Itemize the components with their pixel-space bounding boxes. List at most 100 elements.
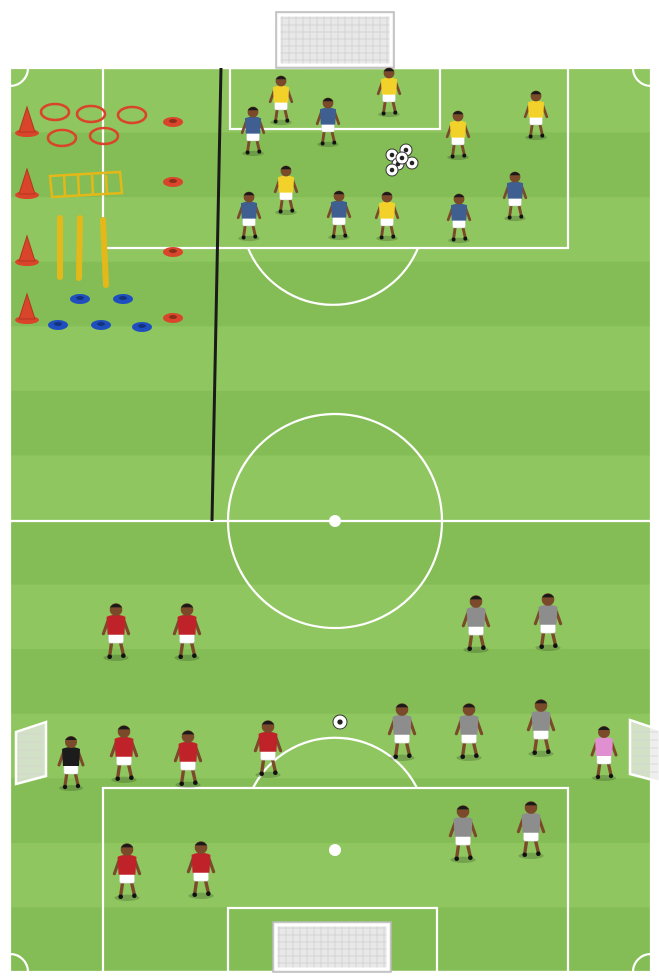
player-boot xyxy=(121,653,126,658)
player-shirt xyxy=(107,615,126,635)
disc-icon xyxy=(163,117,183,127)
disc-hole xyxy=(54,322,62,326)
player-boot xyxy=(129,775,134,780)
player-boot xyxy=(178,654,183,659)
player-boot xyxy=(467,646,472,651)
disc-icon xyxy=(70,294,90,304)
disc-icon xyxy=(113,294,133,304)
player-shirt xyxy=(179,742,198,762)
player-shirt xyxy=(460,715,479,735)
player-boot xyxy=(253,235,257,239)
player-shirt xyxy=(118,855,137,875)
disc-hole xyxy=(76,296,84,300)
disc-hole xyxy=(169,119,177,123)
player-boot xyxy=(391,235,395,239)
player-shirt xyxy=(507,182,523,199)
player-shirt xyxy=(381,78,397,95)
left-mini-goal-icon xyxy=(16,722,46,784)
player-boot xyxy=(321,142,325,146)
goal-net xyxy=(630,720,659,782)
disc-icon xyxy=(48,320,68,330)
player-boot xyxy=(382,112,386,116)
player-shirt xyxy=(278,176,294,193)
player-boot xyxy=(529,135,533,139)
player-boot xyxy=(246,151,250,155)
player-boot xyxy=(242,236,246,240)
player-shirt xyxy=(467,607,486,627)
player-boot xyxy=(596,775,600,779)
player-boot xyxy=(107,654,112,659)
player-boot xyxy=(463,237,467,241)
player-boot xyxy=(179,781,184,786)
player-shirt xyxy=(259,732,278,752)
player-boot xyxy=(259,771,264,776)
top-goal-icon xyxy=(276,12,394,68)
player-boot xyxy=(452,238,456,242)
player-boot xyxy=(553,643,558,648)
player-boot xyxy=(454,856,459,861)
player-shirt xyxy=(539,605,558,625)
pole-icon xyxy=(79,218,80,278)
player-boot xyxy=(540,134,544,138)
player-boot xyxy=(393,111,397,115)
player-shirt xyxy=(450,121,466,138)
player-shirt xyxy=(595,737,613,756)
bottom-goal-icon xyxy=(273,922,391,972)
disc-icon xyxy=(163,177,183,187)
disc-icon xyxy=(91,320,111,330)
pole-body xyxy=(103,220,106,285)
player-shirt xyxy=(245,117,261,134)
player-boot xyxy=(206,891,211,896)
ladder-rung xyxy=(78,175,79,195)
player-boot xyxy=(532,750,537,755)
ball-icon xyxy=(386,164,398,176)
player-boot xyxy=(536,851,541,856)
player-shirt xyxy=(320,108,336,125)
player-shirt xyxy=(273,86,289,103)
player-boot xyxy=(257,150,261,154)
player-boot xyxy=(508,216,512,220)
player-shirt xyxy=(62,747,80,766)
player-boot xyxy=(407,753,412,758)
disc-icon xyxy=(163,247,183,257)
player-boot xyxy=(132,893,137,898)
ball-patch xyxy=(400,156,405,161)
pitch-stripe xyxy=(10,520,651,585)
player-boot xyxy=(192,892,197,897)
right-mini-goal-icon xyxy=(630,720,659,782)
player-shirt xyxy=(451,204,467,221)
player-boot xyxy=(539,644,544,649)
pitch-stripe xyxy=(10,326,651,391)
goal-net xyxy=(273,922,391,972)
player-boot xyxy=(460,754,465,759)
player-boot xyxy=(522,852,527,857)
player-boot xyxy=(468,855,473,860)
ball-patch xyxy=(337,719,342,724)
ball-patch xyxy=(410,161,415,166)
player-boot xyxy=(118,894,123,899)
player-boot xyxy=(279,210,283,214)
player-boot xyxy=(332,235,336,239)
ball-patch xyxy=(390,153,395,158)
player-boot xyxy=(192,653,197,658)
ball-icon xyxy=(396,152,408,164)
ladder-rung xyxy=(92,175,93,195)
player-boot xyxy=(481,645,486,650)
player-boot xyxy=(193,780,198,785)
player-boot xyxy=(546,749,551,754)
ball-icon xyxy=(333,715,347,729)
player-boot xyxy=(332,141,336,145)
ladder-rung xyxy=(64,175,65,195)
player-boot xyxy=(609,774,613,778)
pole-icon xyxy=(103,220,106,285)
player-boot xyxy=(343,234,347,238)
player-shirt xyxy=(393,715,412,735)
player-shirt xyxy=(241,202,257,219)
player-shirt xyxy=(192,853,211,873)
center-spot xyxy=(329,515,341,527)
goal-net xyxy=(16,722,46,784)
pitch-stripe xyxy=(10,391,651,456)
ball-patch xyxy=(390,168,395,173)
player-boot xyxy=(380,236,384,240)
